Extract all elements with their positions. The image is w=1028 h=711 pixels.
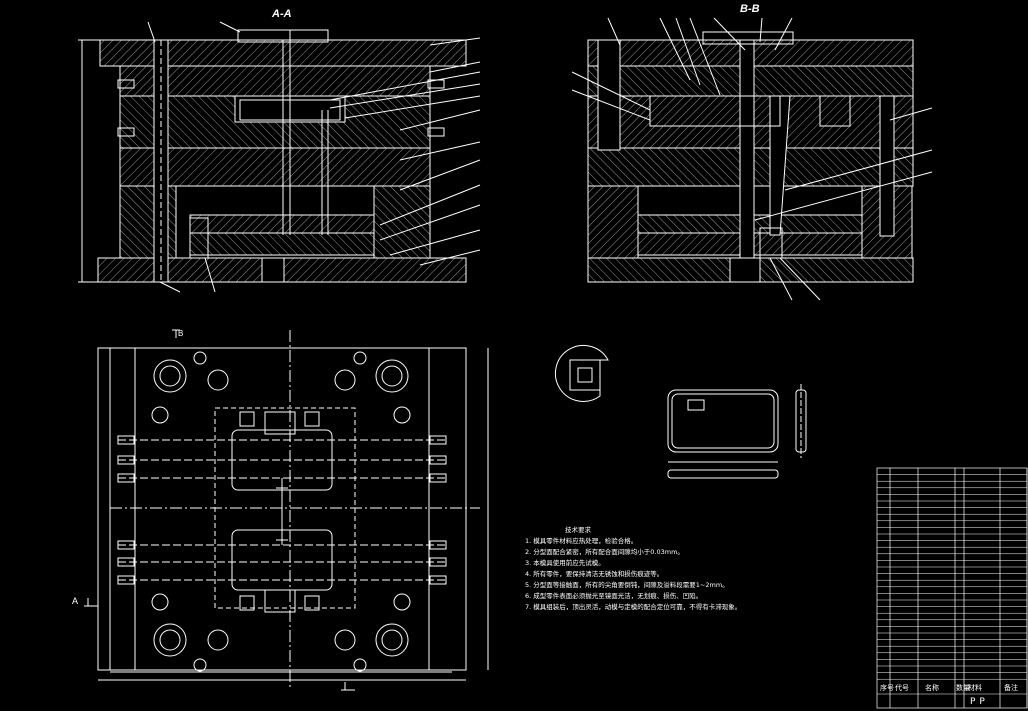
bom-rows bbox=[877, 474, 1027, 695]
note-line: 6. 成型零件表面必须抛光至镜面光洁，无划痕、损伤、凹陷。 bbox=[525, 592, 703, 600]
note-line: 3. 本模具使用前应先试模。 bbox=[525, 559, 605, 567]
bom-table bbox=[876, 467, 1028, 709]
technical-notes: 技术要求 1. 模具零件材料应热处理，检验合格。 2. 分型面配合紧密，所有配合… bbox=[525, 525, 775, 613]
section-a-marker: A bbox=[72, 596, 78, 606]
notes-heading: 技术要求 bbox=[565, 526, 591, 534]
note-line: 2. 分型面配合紧密，所有配合面间隙均小于0.03mm。 bbox=[525, 548, 684, 556]
material-label: PP bbox=[970, 697, 989, 707]
section-aa-title: A-A bbox=[271, 8, 292, 20]
part-views bbox=[667, 384, 807, 479]
detail-view bbox=[554, 344, 609, 402]
bom-header-remark: 备注 bbox=[1004, 684, 1018, 692]
note-line: 7. 模具组装后，顶出灵活，动模与定模的配合定位可靠，不得有卡滞现象。 bbox=[525, 603, 742, 611]
bom-header-qty: 数量 bbox=[956, 684, 970, 692]
section-bb-title: B-B bbox=[740, 3, 760, 15]
bom-header-code: 代号 bbox=[895, 684, 909, 692]
note-line: 1. 模具零件材料应热处理，检验合格。 bbox=[525, 537, 638, 545]
bom-header-seq: 序号 bbox=[880, 684, 894, 692]
section-bb-view bbox=[571, 17, 933, 301]
plan-view bbox=[84, 329, 489, 691]
bom-header-material: 材料 bbox=[968, 684, 982, 692]
section-b-marker: B bbox=[178, 329, 183, 338]
note-line: 4. 所有零件，要保持清洁无锈蚀和损伤痕迹等。 bbox=[525, 570, 664, 578]
bom-header-name: 名称 bbox=[925, 684, 939, 692]
section-aa-view bbox=[78, 21, 481, 293]
note-line: 5. 分型面等接触面，所有的尖角要倒钝，间隙及溢料段需要1~2mm。 bbox=[525, 581, 729, 589]
